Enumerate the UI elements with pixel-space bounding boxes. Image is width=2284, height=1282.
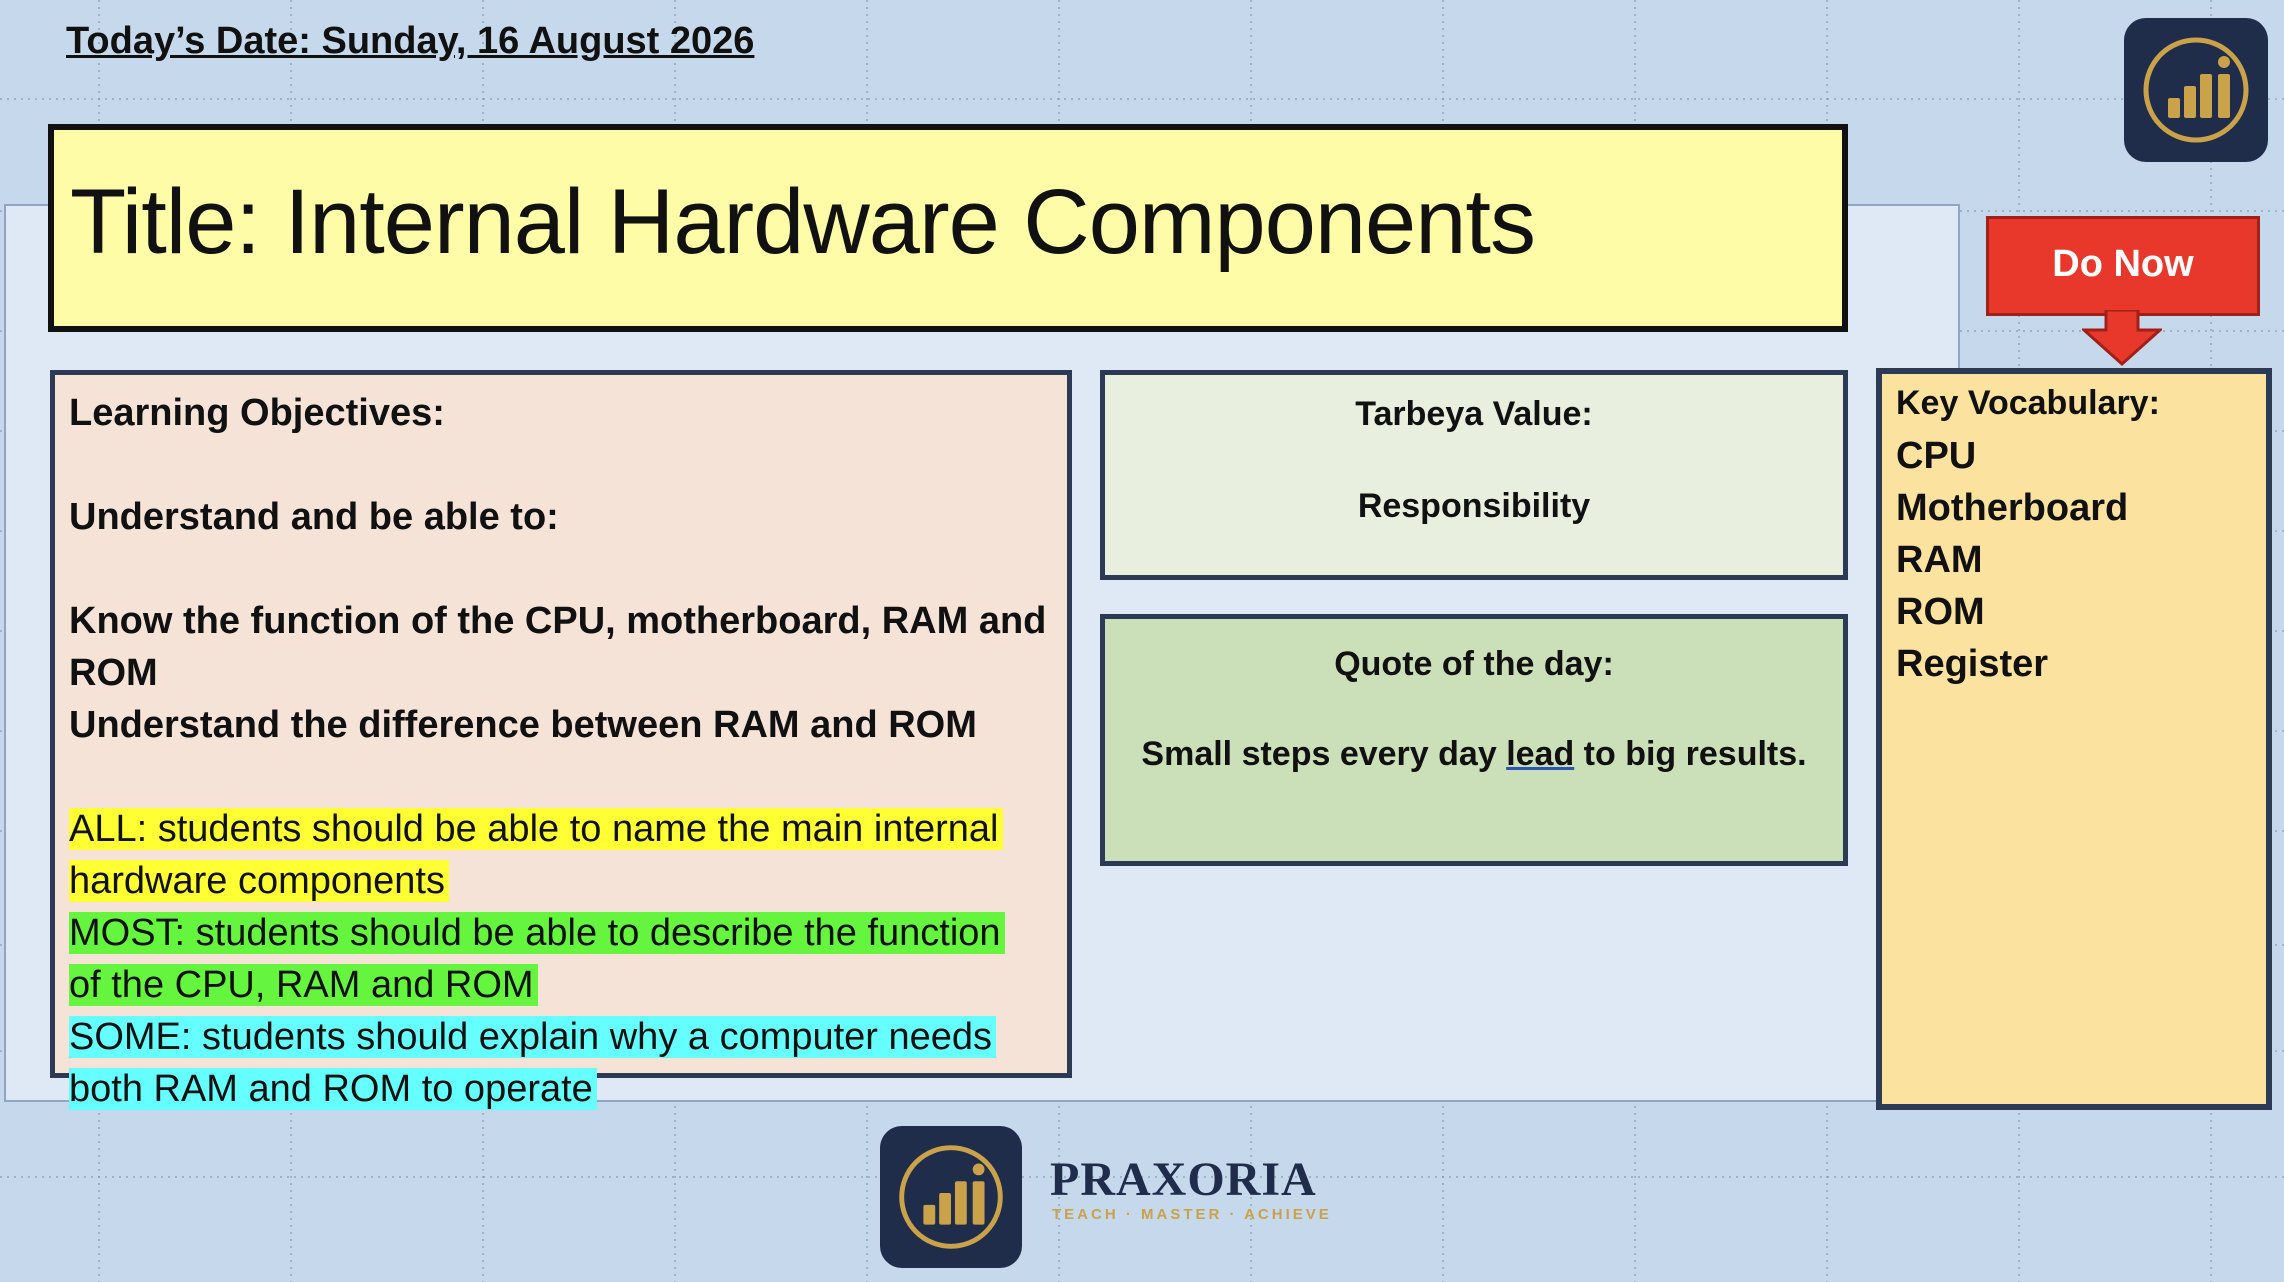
all-objective-line-2: hardware components [69, 860, 449, 902]
do-now-button[interactable]: Do Now [1986, 216, 2260, 316]
objective-item-1-line-2: ROM [69, 652, 158, 694]
objective-item-2: Understand the difference between RAM an… [69, 704, 977, 746]
key-vocabulary-box[interactable]: Key Vocabulary: CPU Motherboard RAM ROM … [1876, 368, 2272, 1110]
vocabulary-item: Register [1896, 643, 2049, 685]
most-objective-line-2: of the CPU, RAM and ROM [69, 964, 538, 1006]
vocabulary-list: CPU Motherboard RAM ROM Register [1896, 430, 2128, 690]
learning-objectives-box[interactable]: Learning Objectives: Understand and be a… [50, 370, 1072, 1110]
brand-tagline: TEACH · MASTER · ACHIEVE [1052, 1206, 1332, 1223]
tarbeya-label: Tarbeya Value: [1355, 395, 1593, 433]
vocabulary-item: Motherboard [1896, 487, 2129, 529]
vocabulary-item: ROM [1896, 591, 1985, 633]
quote-text-before: Small steps every day [1141, 735, 1507, 773]
brand-logo-bottom [880, 1126, 1022, 1268]
objectives-text: Learning Objectives: Understand and be a… [69, 387, 1069, 1115]
vocabulary-item: RAM [1896, 539, 1983, 581]
brand-logo-top [2124, 18, 2268, 162]
down-arrow-icon [2082, 310, 2162, 366]
quote-label: Quote of the day: [1334, 645, 1614, 683]
title-box[interactable]: Title: Internal Hardware Components [48, 124, 1848, 332]
brand-name: PRAXORIA [1050, 1153, 1317, 1206]
tarbeya-value-box[interactable]: Tarbeya Value: Responsibility [1100, 370, 1848, 580]
todays-date: Today’s Date: Sunday, 16 August 2026 [66, 20, 755, 62]
quote-of-the-day-box[interactable]: Quote of the day: Small steps every day … [1100, 614, 1848, 866]
some-objective-line-1: SOME: students should explain why a comp… [69, 1016, 997, 1058]
tarbeya-value: Responsibility [1357, 487, 1591, 525]
most-objective-line-1: MOST: students should be able to describ… [69, 912, 1005, 954]
do-now-label: Do Now [2052, 243, 2194, 285]
page-title: Title: Internal Hardware Components [70, 171, 1536, 273]
all-objective-line-1: ALL: students should be able to name the… [69, 808, 1003, 850]
quote-text: Small steps every day lead to big result… [1105, 735, 1843, 774]
quote-text-after: to big results. [1574, 735, 1807, 773]
objective-item-1-line-1: Know the function of the CPU, motherboar… [69, 600, 1047, 642]
objectives-heading: Learning Objectives: [69, 392, 445, 434]
bar-chart-logo-icon [899, 1145, 1003, 1249]
objectives-intro: Understand and be able to: [69, 496, 559, 538]
some-objective-line-2: both RAM and ROM to operate [69, 1068, 597, 1110]
vocabulary-item: CPU [1896, 435, 1977, 477]
bar-chart-logo-icon [2143, 37, 2249, 143]
quote-text-underlined: lead [1506, 735, 1575, 773]
vocabulary-label: Key Vocabulary: [1896, 384, 2160, 422]
